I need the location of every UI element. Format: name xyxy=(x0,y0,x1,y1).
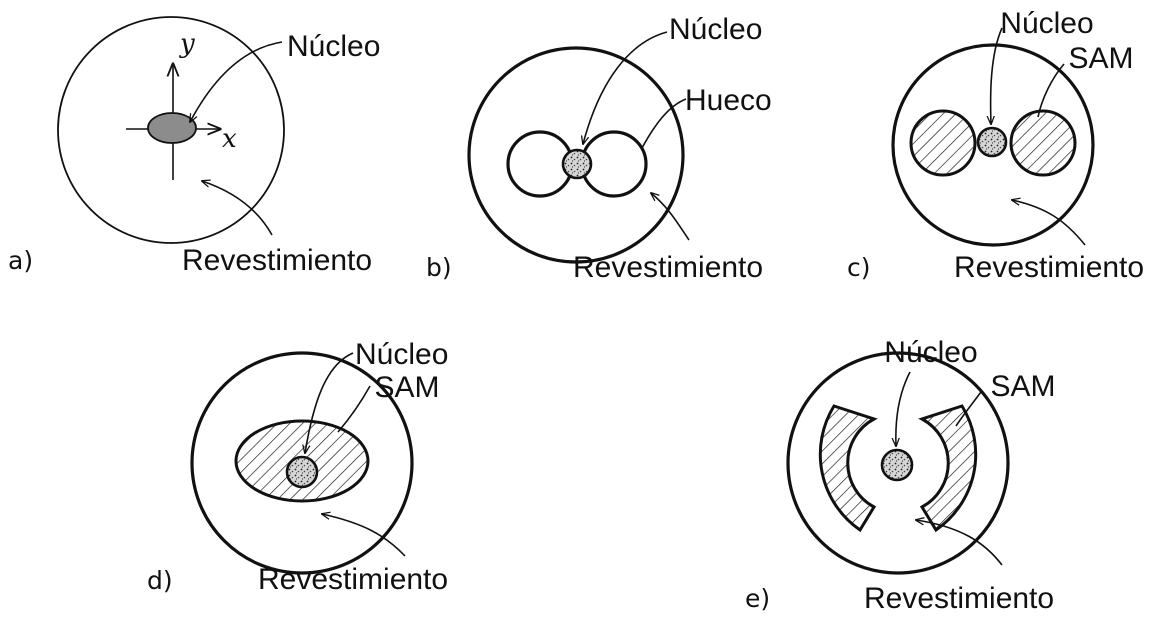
sam-sector-left-e xyxy=(818,404,878,533)
core-label-e: Núcleo xyxy=(884,336,977,369)
cladding-label-e: Revestimiento xyxy=(864,582,1054,615)
cladding-label-c: Revestimiento xyxy=(954,251,1144,284)
cladding-label-b: Revestimiento xyxy=(573,251,763,284)
core-e xyxy=(880,448,914,482)
panel-c: Núcleo SAM Revestimiento c) xyxy=(847,7,1144,284)
sam-leader-d xyxy=(337,385,371,433)
core-label-b: Núcleo xyxy=(669,13,762,46)
panel-tag-b: b) xyxy=(426,253,452,282)
sam-label-c: SAM xyxy=(1068,42,1133,75)
core-leader-a xyxy=(190,41,283,122)
sam-leader-c xyxy=(1037,63,1065,118)
core-leader-b xyxy=(583,31,668,144)
cladding-leader-b xyxy=(651,193,690,241)
panel-a: x y Núcleo Revestimiento a) xyxy=(8,16,380,277)
cladding-leader-a xyxy=(202,181,273,236)
core-leader-e xyxy=(896,371,911,446)
hole-leader-b xyxy=(641,98,687,149)
cladding-c xyxy=(891,43,1095,247)
panel-b: Núcleo Hueco Revestimiento b) xyxy=(426,13,772,284)
cladding-label-a: Revestimiento xyxy=(182,244,372,277)
core-label-d: Núcleo xyxy=(355,338,448,371)
core-leader-c xyxy=(991,27,1003,124)
cladding-label-d: Revestimiento xyxy=(258,563,448,596)
cladding-d xyxy=(190,351,414,575)
panel-tag-e: e) xyxy=(745,584,770,613)
panel-tag-c: c) xyxy=(847,253,871,282)
cladding-leader-c xyxy=(1012,200,1086,246)
elliptical-core-a xyxy=(147,112,197,144)
core-label-c: Núcleo xyxy=(1000,7,1093,40)
core-b xyxy=(561,148,593,180)
sam-sector-right-e xyxy=(918,404,978,533)
panel-d: Núcleo SAM Revestimiento d) xyxy=(147,338,448,596)
sam-left-c xyxy=(909,109,977,177)
core-leader-d xyxy=(305,352,354,453)
sam-label-e: SAM xyxy=(990,370,1055,403)
core-label-a: Núcleo xyxy=(287,30,380,63)
x-axis-label-a: x xyxy=(222,124,237,154)
panel-e: Núcleo SAM Revestimiento e) xyxy=(745,336,1056,615)
cladding-leader-e xyxy=(916,520,1003,566)
panel-tag-d: d) xyxy=(147,566,173,595)
hole-label-b: Hueco xyxy=(685,84,772,117)
core-c xyxy=(976,126,1008,158)
sam-label-d: SAM xyxy=(374,371,439,404)
cladding-b xyxy=(467,46,685,264)
cladding-a xyxy=(57,16,285,244)
panel-tag-a: a) xyxy=(8,246,33,275)
cladding-leader-d xyxy=(322,514,406,557)
sam-right-c xyxy=(1009,109,1077,177)
cladding-e xyxy=(786,351,1010,575)
core-d xyxy=(285,455,319,489)
y-axis-label-a: y xyxy=(179,29,195,59)
sam-leader-e xyxy=(955,391,982,427)
